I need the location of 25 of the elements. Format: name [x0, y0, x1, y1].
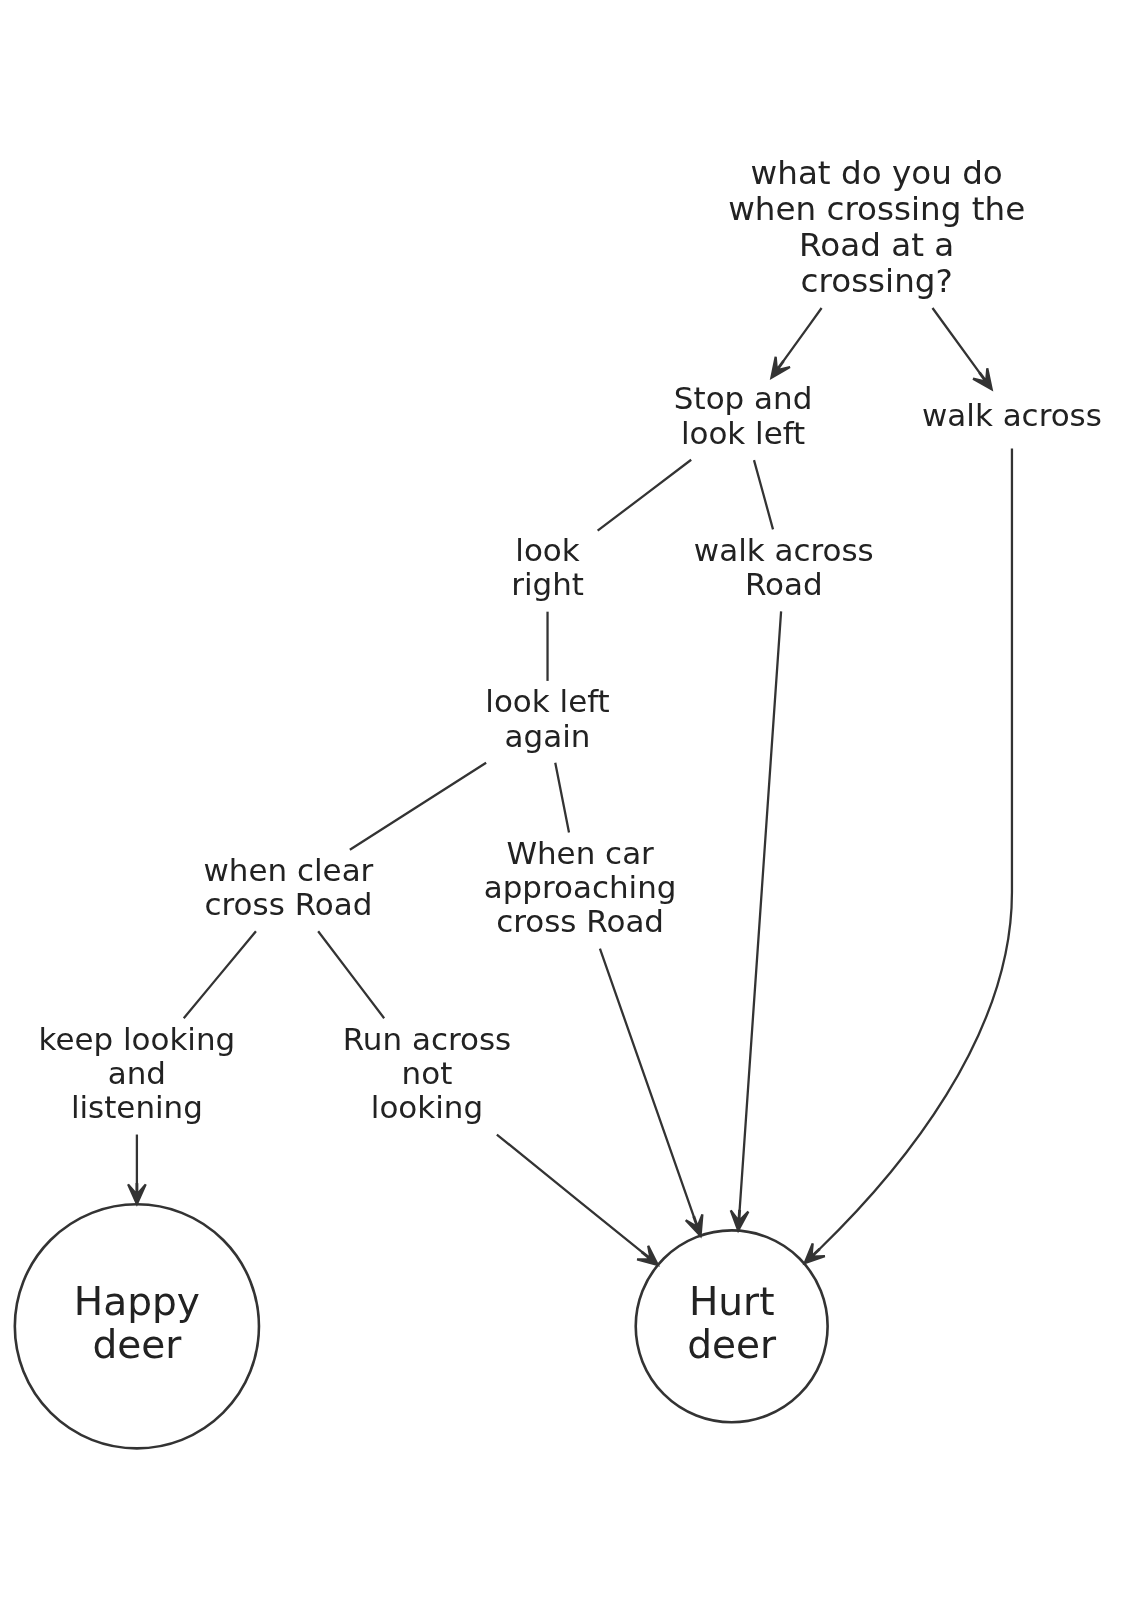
- arrow: [126, 1134, 147, 1206]
- arrow: [803, 448, 1014, 1265]
- connector: [349, 761, 487, 851]
- arrow: [496, 1133, 659, 1267]
- connector: [554, 762, 571, 833]
- node-text: look left again: [485, 683, 610, 754]
- node-circle: Happy deer: [13, 1202, 261, 1450]
- node-text: Stop and look left: [673, 380, 813, 451]
- arrow: [770, 307, 823, 379]
- node-text: walk across: [922, 397, 1102, 434]
- node-text: When car approaching cross Road: [483, 834, 677, 940]
- arrow: [931, 307, 993, 391]
- node-text: Run across not looking: [342, 1020, 512, 1126]
- node-text: what do you do when crossing the Road at a crossing?: [728, 154, 1026, 300]
- connector: [182, 930, 257, 1019]
- connector: [317, 930, 386, 1019]
- connector: [596, 458, 692, 532]
- connector: [752, 459, 775, 530]
- node-text: walk across Road: [693, 531, 874, 603]
- node-text: look right: [511, 531, 584, 603]
- arrow: [729, 611, 783, 1232]
- connector: [546, 611, 549, 681]
- node-text: when clear cross Road: [203, 852, 374, 923]
- node-text: keep looking and listening: [38, 1020, 236, 1126]
- arrow: [598, 948, 704, 1237]
